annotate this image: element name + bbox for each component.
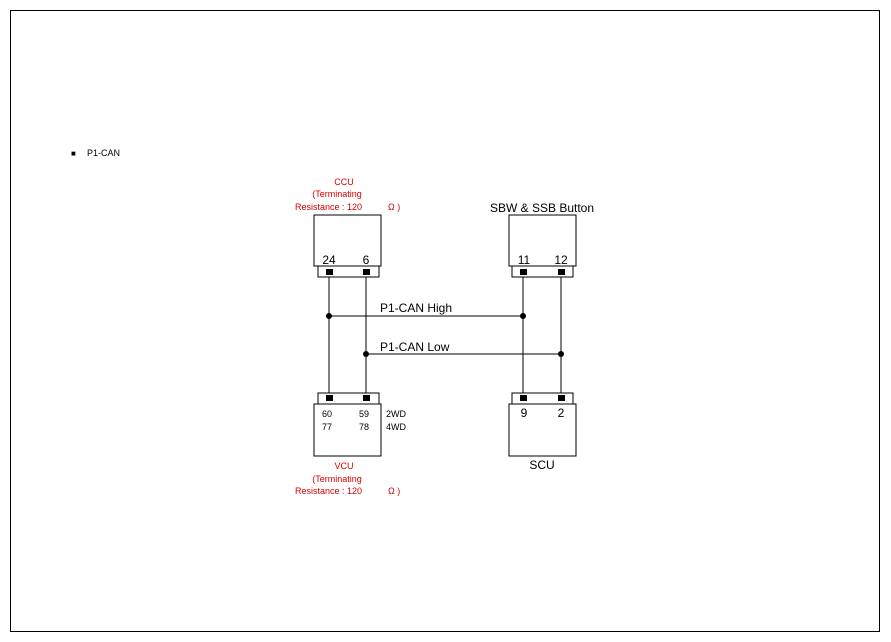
vcu-variant-2wd: 2WD	[386, 409, 407, 419]
bus-low-label: P1-CAN Low	[380, 340, 450, 354]
ccu-pin-6: 6	[363, 253, 370, 267]
scu-terminal	[558, 395, 565, 401]
section-title: P1-CAN	[87, 148, 120, 158]
vcu-note-line2: Resistance : 120	[295, 486, 362, 496]
splice-dot	[363, 351, 369, 357]
ccu-body	[313, 214, 382, 267]
scu-pin-2: 2	[558, 406, 565, 420]
sbw-connector: 11 12	[508, 214, 577, 278]
scu-body	[508, 403, 577, 457]
ccu-pin-24: 24	[322, 253, 336, 267]
vcu-connector: 60 59 77 78 2WD 4WD	[313, 392, 407, 457]
vcu-pin-78: 78	[359, 422, 369, 432]
vcu-pin-77: 77	[322, 422, 332, 432]
ccu-note-line1: (Terminating	[312, 189, 362, 199]
ccu-name: CCU	[334, 177, 354, 187]
splice-dot	[558, 351, 564, 357]
scu-connector: 9 2	[508, 392, 577, 457]
ccu-terminal	[326, 269, 333, 275]
sbw-terminal-housing	[511, 265, 574, 278]
ccu-connector: 24 6	[313, 214, 382, 278]
ccu-note-unit: Ω )	[388, 202, 400, 212]
sbw-body	[508, 214, 577, 267]
ccu-terminal-housing	[317, 265, 380, 278]
splice-dot	[326, 313, 332, 319]
vcu-note-unit: Ω )	[388, 486, 400, 496]
vcu-variant-4wd: 4WD	[386, 422, 407, 432]
vcu-terminal	[363, 395, 370, 401]
wires	[328, 276, 562, 397]
sbw-terminal	[520, 269, 527, 275]
diagram-frame	[10, 10, 880, 632]
vcu-name: VCU	[334, 461, 353, 471]
ccu-terminal	[363, 269, 370, 275]
bus-high-label: P1-CAN High	[380, 301, 452, 315]
vcu-body	[313, 403, 382, 457]
splices	[326, 313, 564, 357]
section-bullet: ■	[71, 149, 76, 158]
vcu-terminal	[326, 395, 333, 401]
scu-name: SCU	[529, 458, 554, 472]
sbw-terminal	[558, 269, 565, 275]
vcu-pin-60: 60	[322, 409, 332, 419]
sbw-pin-11: 11	[518, 253, 531, 267]
scu-pin-9: 9	[521, 406, 528, 420]
scu-terminal	[520, 395, 527, 401]
sbw-pin-12: 12	[554, 253, 568, 267]
vcu-pin-59: 59	[359, 409, 369, 419]
splice-dot	[520, 313, 526, 319]
sbw-name: SBW & SSB Button	[490, 201, 594, 215]
vcu-note-line1: (Terminating	[312, 474, 362, 484]
ccu-note-line2: Resistance : 120	[295, 202, 362, 212]
